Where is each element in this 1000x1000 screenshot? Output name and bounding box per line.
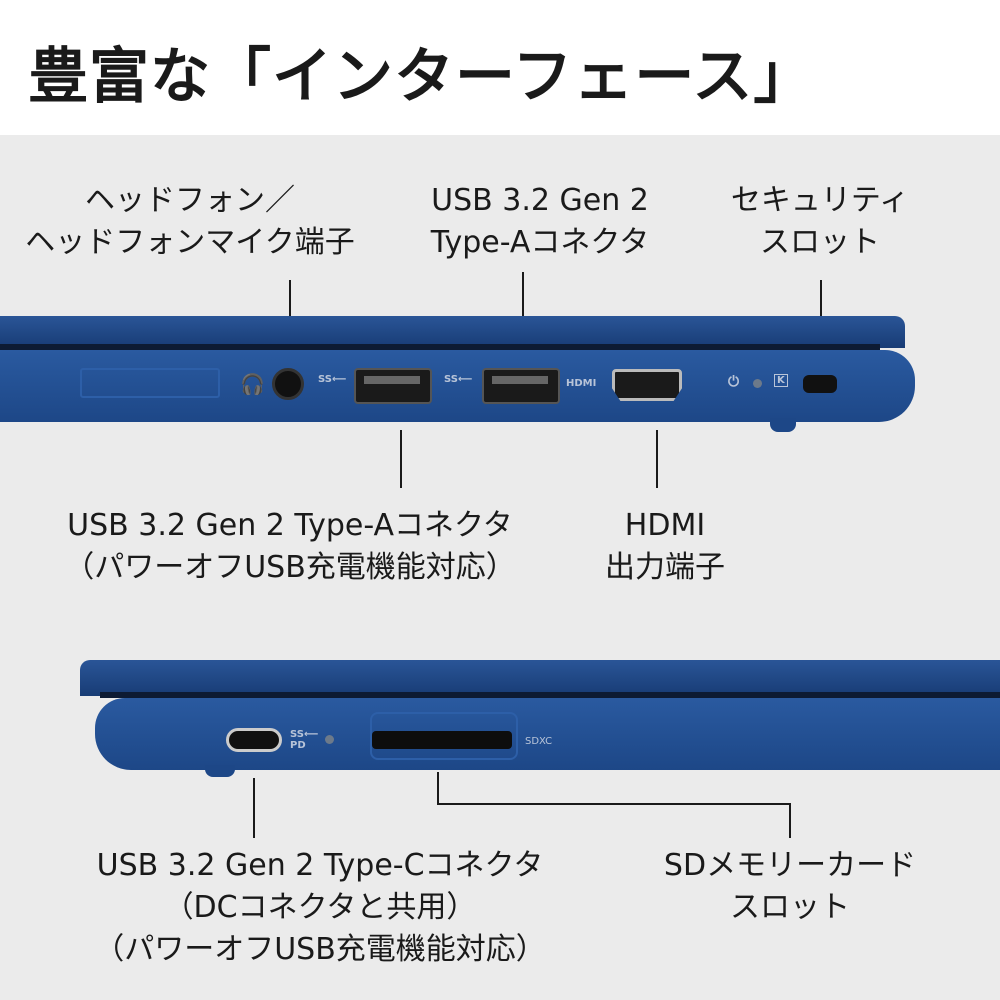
label-line: Type-Aコネクタ	[430, 225, 650, 260]
label-line: （パワーオフUSB充電機能対応）	[64, 550, 516, 585]
label-security: セキュリティ スロット	[715, 180, 925, 264]
label-hdmi: HDMI 出力端子	[580, 505, 750, 589]
label-line: （DCコネクタと共用）	[163, 890, 477, 925]
headphone-jack[interactable]	[272, 368, 304, 400]
label-line: SDメモリーカード	[663, 848, 917, 883]
label-usb-a-top: USB 3.2 Gen 2 Type-Aコネクタ	[390, 180, 690, 264]
hdmi-port[interactable]	[612, 369, 682, 401]
leader-line	[253, 778, 255, 838]
label-line: スロット	[730, 890, 850, 925]
usb-c-port[interactable]	[226, 728, 282, 752]
sdxc-mark: SDXC	[525, 736, 553, 747]
label-sd: SDメモリーカード スロット	[640, 845, 940, 929]
laptop-body-right-side	[0, 350, 915, 422]
headphone-icon: 🎧	[240, 372, 265, 396]
status-led	[753, 379, 762, 388]
leader-line	[400, 430, 402, 488]
sd-slot-surround	[370, 712, 518, 760]
leader-line	[789, 803, 791, 838]
leader-line	[656, 430, 658, 488]
page-title: 豊富な「インターフェース」	[28, 42, 815, 112]
label-usb-a-bottom: USB 3.2 Gen 2 Type-Aコネクタ （パワーオフUSB充電機能対応…	[10, 505, 570, 589]
sd-card-slot[interactable]	[372, 731, 512, 749]
laptop-lid	[0, 316, 905, 348]
label-usb-c: USB 3.2 Gen 2 Type-Cコネクタ （DCコネクタと共用） （パワ…	[40, 845, 600, 971]
header-band	[0, 0, 1000, 135]
label-headphone: ヘッドフォン／ ヘッドフォンマイク端子	[20, 180, 360, 264]
port-cover	[80, 368, 220, 398]
label-line: （パワーオフUSB充電機能対応）	[94, 932, 546, 967]
leader-line	[437, 803, 791, 805]
label-line: USB 3.2 Gen 2 Type-Cコネクタ	[96, 848, 544, 883]
usb-a-port-2[interactable]	[482, 368, 560, 404]
laptop-lid	[80, 660, 1000, 696]
label-line: セキュリティ	[730, 183, 910, 218]
ss-usb-mark: SS⟵	[444, 374, 473, 385]
leader-line	[289, 280, 291, 335]
label-line: HDMI	[624, 508, 706, 543]
hdmi-mark: HDMI	[566, 378, 597, 389]
label-line: USB 3.2 Gen 2	[431, 183, 649, 218]
usb-a-port-1[interactable]	[354, 368, 432, 404]
ss-pd-mark: SS⟵ PD	[290, 729, 319, 751]
rubber-foot	[205, 765, 235, 777]
leader-line	[437, 772, 439, 804]
leader-line	[820, 280, 822, 335]
lid-edge	[100, 692, 1000, 698]
power-icon: ⏻	[728, 374, 740, 390]
charge-led	[325, 735, 334, 744]
label-line: ヘッドフォン／	[85, 183, 295, 218]
rubber-foot	[770, 418, 796, 432]
security-slot[interactable]	[803, 375, 837, 393]
label-line: スロット	[760, 225, 880, 260]
lid-edge	[0, 344, 880, 350]
label-line: USB 3.2 Gen 2 Type-Aコネクタ	[67, 508, 513, 543]
label-line: 出力端子	[605, 550, 725, 585]
ss-usb-mark: SS⟵	[318, 374, 347, 385]
label-line: ヘッドフォンマイク端子	[25, 225, 355, 260]
leader-line	[522, 272, 524, 335]
kensington-lock-icon: K	[774, 374, 788, 387]
